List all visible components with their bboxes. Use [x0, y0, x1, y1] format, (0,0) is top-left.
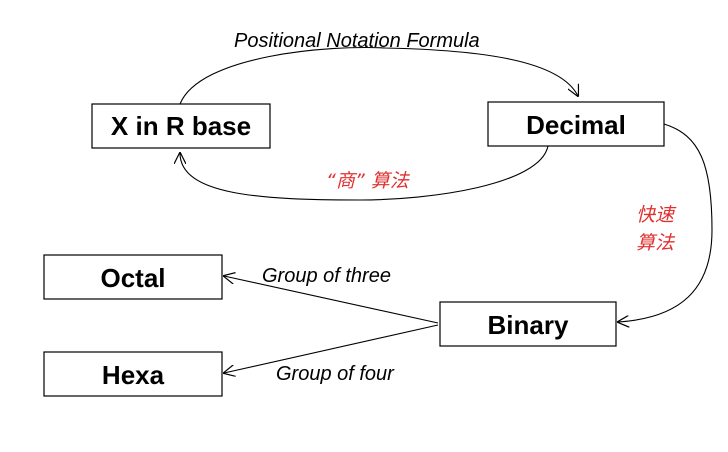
edge-xr-to-decimal: [179, 46, 578, 105]
node-octal-label: Octal: [100, 263, 165, 293]
node-decimal-label: Decimal: [526, 110, 626, 140]
label-group-of-four: Group of four: [276, 363, 395, 385]
node-x-in-r-base-label: X in R base: [111, 111, 251, 141]
label-positional-notation: Positional Notation Formula: [234, 30, 480, 52]
node-hexa: Hexa: [43, 351, 223, 397]
edge-binary-to-hexa: [224, 324, 439, 373]
label-fast-algorithm-line1: 快速: [636, 204, 677, 226]
node-x-in-r-base: X in R base: [91, 103, 271, 149]
edge-decimal-to-xr: [180, 145, 549, 201]
label-fast-algorithm-line2: 算法: [636, 232, 676, 254]
label-group-of-three: Group of three: [262, 265, 391, 287]
node-octal: Octal: [43, 254, 223, 300]
node-decimal: Decimal: [487, 101, 665, 147]
edge-binary-to-octal: [224, 276, 439, 324]
node-binary: Binary: [439, 301, 617, 347]
edge-decimal-to-binary: [618, 123, 713, 322]
node-hexa-label: Hexa: [102, 360, 165, 390]
label-quotient-algorithm: “商” 算法: [326, 170, 411, 192]
node-binary-label: Binary: [488, 310, 569, 340]
